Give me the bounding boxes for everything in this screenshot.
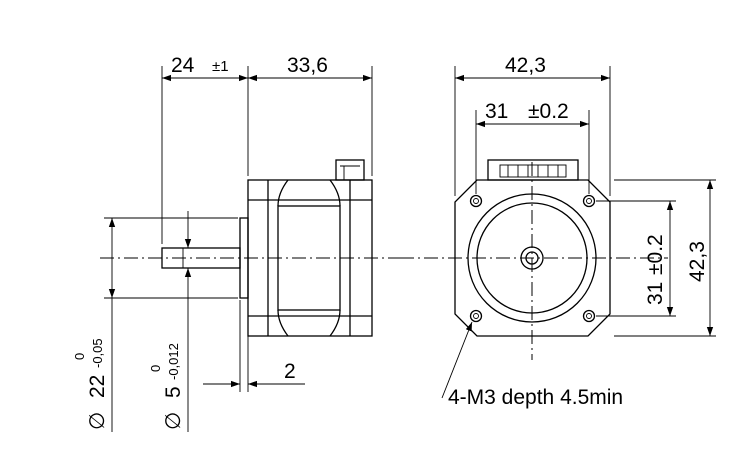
shaft-collar (520, 246, 544, 270)
mounting-holes (469, 194, 596, 323)
mount-hole-tr (582, 194, 596, 208)
mount-note-leader (441, 321, 473, 399)
front-square-body (454, 179, 611, 337)
boss-diameter-dim: 22 (86, 375, 109, 398)
shaft-diameter-symbol: ∅ (162, 412, 185, 430)
front-width-dim: 42,3 (505, 54, 546, 77)
front-height-label: 42,3 (686, 241, 709, 282)
shaft-diameter-label: ∅ 5 0 -0,012 (148, 343, 185, 430)
shaft-length-dim: 24 (171, 54, 195, 77)
hole-spacing-h-dim: 31 (485, 100, 508, 123)
hole-spacing-h-tol: ±0.2 (528, 100, 569, 123)
shaft-length-tol: ±1 (212, 58, 229, 75)
connector-front (487, 159, 579, 181)
side-view: 24 ±1 33,6 2 ∅ 22 0 -0,05 ∅ 5 0 -0,012 (72, 54, 400, 432)
shaft-diameter-dim: 5 (162, 386, 185, 398)
mount-note: 4-M3 depth 4.5min (448, 386, 623, 409)
hole-spacing-v-tol: ±0.2 (644, 234, 667, 275)
mount-hole-bl (469, 309, 483, 323)
boss-diameter-label: ∅ 22 0 -0,05 (72, 338, 109, 430)
shaft-end (525, 251, 539, 265)
front-view: 42,3 31 ±0.2 31 ±0.2 42,3 4-M3 depth 4.5… (400, 54, 716, 409)
boss-diameter-tol-upper: 0 (72, 353, 87, 360)
hole-spacing-v-dim: 31 (644, 282, 667, 305)
shaft-diameter-tol-upper: 0 (148, 365, 163, 372)
flange-thickness-dim: 2 (284, 360, 296, 383)
shaft-diameter-tol-lower: -0,012 (166, 343, 181, 380)
boss-diameter-tol-lower: -0,05 (90, 338, 105, 368)
boss-diameter-symbol: ∅ (86, 412, 109, 430)
body-length-dim: 33,6 (287, 54, 328, 77)
connector-side (335, 159, 365, 181)
motor-body (247, 179, 373, 337)
boss-inner-circle (476, 202, 588, 314)
boss-outer-circle (467, 193, 597, 323)
mount-hole-tl (469, 194, 483, 208)
mount-hole-br (582, 309, 596, 323)
hole-spacing-v-label: 31 ±0.2 (644, 234, 667, 305)
front-height-dim: 42,3 (686, 241, 709, 282)
